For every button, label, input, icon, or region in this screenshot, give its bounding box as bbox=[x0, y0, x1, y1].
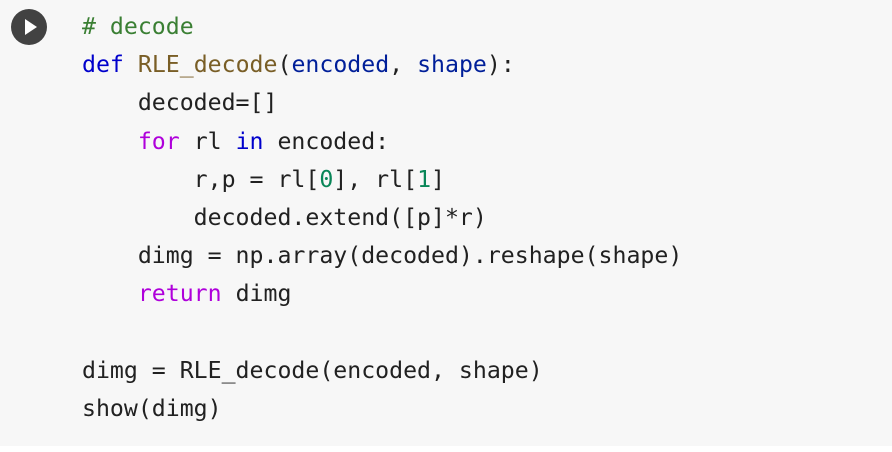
code-line: # decode bbox=[82, 8, 682, 46]
code-token: ], rl[ bbox=[333, 165, 418, 193]
code-token: dimg = RLE_decode(encoded, shape) bbox=[82, 356, 543, 384]
code-token: ): bbox=[486, 51, 515, 79]
code-token: def bbox=[82, 51, 124, 79]
code-token: 0 bbox=[319, 165, 334, 193]
code-token bbox=[124, 51, 138, 78]
code-token: r,p = rl[ bbox=[82, 165, 320, 193]
code-token: dimg = np.array(decoded).reshape(shape) bbox=[82, 242, 683, 270]
code-token: rl bbox=[179, 127, 236, 155]
code-line: def RLE_decode(encoded, shape): bbox=[82, 46, 682, 84]
code-line: decoded.extend([p]*r) bbox=[82, 199, 682, 237]
run-cell-button[interactable] bbox=[11, 9, 47, 45]
code-token: in bbox=[235, 127, 264, 155]
code-token: RLE_decode bbox=[137, 51, 278, 79]
code-token: , bbox=[389, 51, 418, 79]
code-token: decoded=[] bbox=[82, 89, 278, 117]
code-token: dimg bbox=[221, 280, 292, 308]
code-token: decoded.extend([p]*r) bbox=[82, 203, 487, 231]
code-token: ] bbox=[431, 165, 445, 193]
code-line: dimg = RLE_decode(encoded, shape) bbox=[82, 352, 682, 390]
code-token: return bbox=[137, 280, 222, 308]
code-line: r,p = rl[0], rl[1] bbox=[82, 161, 682, 199]
code-line: decoded=[] bbox=[82, 84, 682, 122]
code-line: dimg = np.array(decoded).reshape(shape) bbox=[82, 237, 682, 275]
code-token: encoded bbox=[291, 51, 390, 79]
code-line bbox=[82, 314, 682, 352]
code-token: shape bbox=[417, 51, 487, 79]
code-token: for bbox=[137, 127, 180, 155]
code-token: encoded: bbox=[263, 127, 390, 155]
code-token bbox=[82, 128, 138, 155]
code-line: return dimg bbox=[82, 275, 682, 313]
code-token: 1 bbox=[417, 165, 432, 193]
code-token: # decode bbox=[82, 13, 194, 40]
play-icon bbox=[25, 19, 37, 35]
code-line: show(dimg) bbox=[82, 390, 682, 428]
code-token bbox=[82, 280, 138, 307]
code-token: ( bbox=[277, 51, 292, 79]
code-token: show(dimg) bbox=[82, 394, 222, 422]
code-line: for rl in encoded: bbox=[82, 123, 682, 161]
